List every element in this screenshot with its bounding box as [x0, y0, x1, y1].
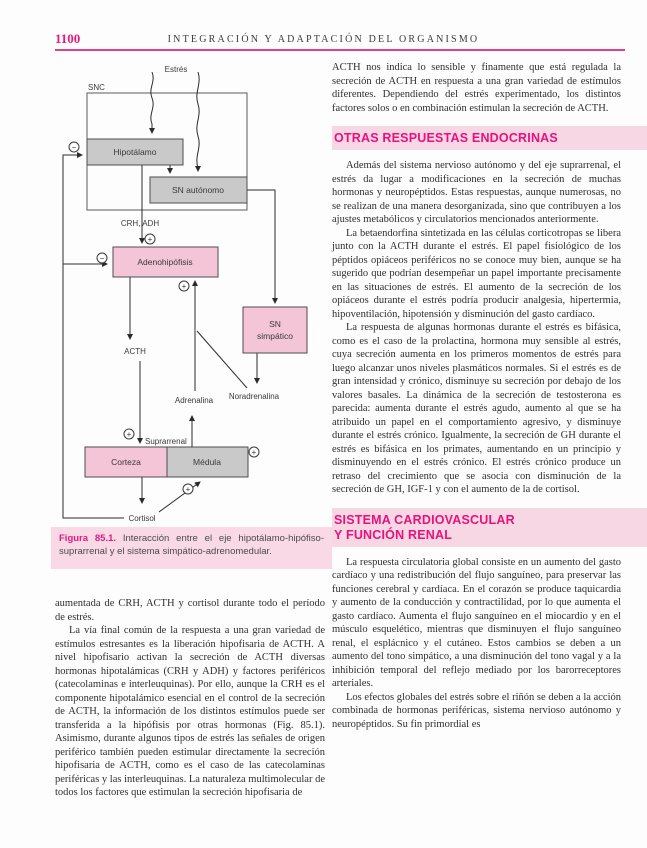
stress-arrow-to-hipotalamo: [149, 71, 155, 134]
right-column: ACTH nos indica lo sensible y finamente …: [332, 61, 647, 731]
paragraph: ACTH nos indica lo sensible y finamente …: [332, 62, 621, 114]
corteza-label: Corteza: [111, 457, 141, 467]
page-number: 1100: [55, 31, 81, 46]
section-heading-sistema-cardiovascular-line2: Y FUNCIÓN RENAL: [334, 527, 453, 542]
crh-adh-label: CRH, ADH: [121, 219, 159, 228]
suprarrenal-label: Suprarrenal: [145, 437, 187, 446]
stress-arrow-to-sn-autonomo: [195, 71, 201, 172]
noradrenalina-join-line: [196, 330, 248, 389]
plus-sign-medula: +: [248, 446, 260, 458]
hipotalamo-label: Hipotálamo: [114, 147, 157, 157]
acth-label: ACTH: [124, 347, 146, 356]
minus-sign-adenohipofisis: −: [96, 252, 108, 264]
paragraph: La vía final común de la respuesta a una…: [55, 625, 325, 798]
hpa-axis-diagram: SNC Estrés CRH, ADH ACTH Noradrenalina: [62, 65, 308, 523]
svg-text:−: −: [100, 254, 105, 263]
sn-autonomo-box: [149, 176, 248, 204]
header-rule: [55, 49, 625, 51]
plus-sign-cortisol-medula: +: [182, 483, 194, 495]
figure-diagram: SNC Estrés CRH, ADH ACTH Noradrenalina: [55, 60, 335, 530]
plus-sign-adrenalina-arrow: +: [178, 280, 190, 292]
plus-sign-crh-arrow: +: [144, 233, 156, 245]
svg-text:+: +: [148, 235, 153, 244]
sn-autonomo-label: SN autónomo: [172, 185, 224, 195]
sn-simpatico-label-line1: SN: [269, 319, 281, 329]
paragraph: Los efectos globales del estrés sobre el…: [332, 691, 621, 730]
paragraph: La respuesta circulatoria global consist…: [332, 556, 621, 690]
figure-caption-text: Interacción entre el eje hipotálamo-hipó…: [59, 533, 324, 557]
svg-text:+: +: [252, 448, 257, 457]
noradrenalina-label: Noradrenalina: [229, 392, 280, 401]
estres-label: Estrés: [165, 65, 188, 74]
hipotalamo-box: [86, 138, 184, 166]
sn-autonomo-to-sn-simpatico-line: [247, 189, 278, 304]
minus-sign-hipotalamo: −: [68, 141, 80, 153]
paragraph: La betaendorfina sintetizada en las célu…: [332, 227, 621, 320]
paragraph: Además del sistema nervioso autónomo y d…: [332, 160, 621, 225]
figure-caption: Figura 85.1. Interacción entre el eje hi…: [51, 527, 332, 569]
sn-simpatico-box: [242, 306, 308, 354]
svg-text:+: +: [182, 282, 187, 291]
cortisol-to-medula-arrow: [158, 481, 201, 513]
adrenalina-label: Adrenalina: [175, 396, 214, 405]
medula-label: Médula: [193, 457, 221, 467]
svg-text:+: +: [186, 485, 191, 494]
svg-text:+: +: [127, 430, 132, 439]
running-title: INTEGRACIÓN Y ADAPTACIÓN DEL ORGANISMO: [167, 34, 480, 45]
snc-label: SNC: [88, 83, 105, 92]
svg-text:−: −: [72, 143, 77, 152]
adenohipofisis-box: [112, 246, 219, 278]
sn-simpatico-label-line2: simpático: [257, 331, 293, 341]
section-heading-band: OTRAS RESPUESTAS ENDOCRINAS: [332, 126, 647, 150]
paragraph: aumentada de CRH, ACTH y cortisol durant…: [55, 598, 325, 623]
figure-caption-label: Figura 85.1.: [59, 533, 117, 544]
cortisol-feedback-line: [62, 152, 124, 519]
corteza-box: [84, 446, 168, 478]
plus-sign-acth-arrow: +: [123, 428, 135, 440]
section-heading-otras-respuestas: OTRAS RESPUESTAS ENDOCRINAS: [334, 131, 558, 145]
section-heading-sistema-cardiovascular-line1: SISTEMA CARDIOVASCULAR: [334, 512, 515, 527]
adenohipofisis-label: Adenohipófisis: [137, 257, 192, 267]
left-column: aumentada de CRH, ACTH y cortisol durant…: [55, 597, 325, 800]
medula-box: [166, 446, 249, 478]
paragraph: La respuesta de algunas hormonas durante…: [332, 322, 621, 495]
cortisol-label: Cortisol: [128, 514, 155, 523]
section-heading-band: SISTEMA CARDIOVASCULAR Y FUNCIÓN RENAL: [332, 507, 647, 547]
